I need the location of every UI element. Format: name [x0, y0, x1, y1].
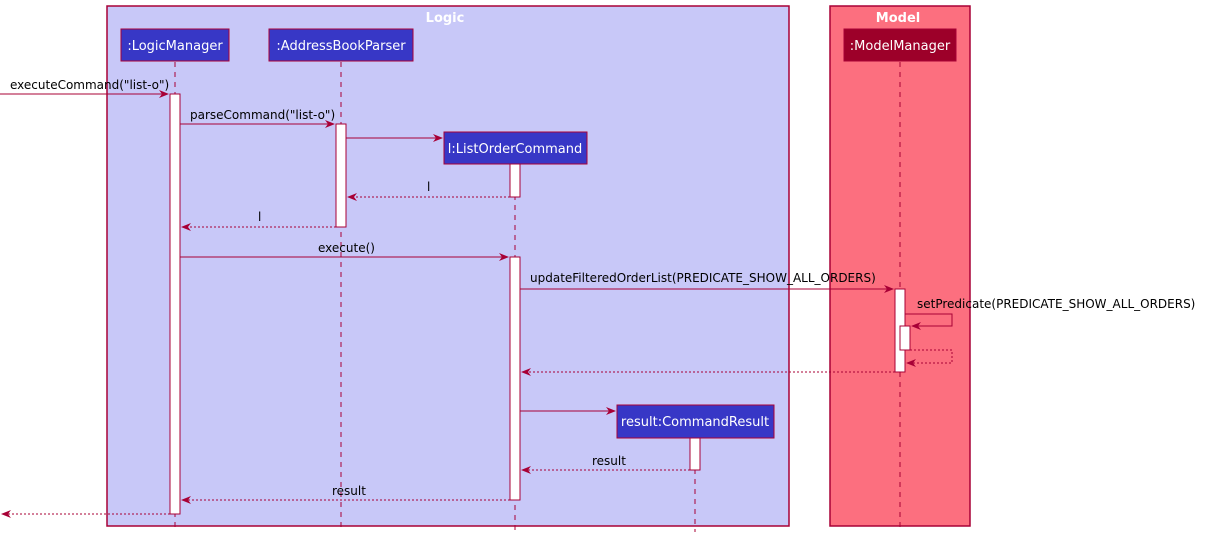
logic-group-title: Logic	[426, 11, 465, 26]
model-manager-nested-activation	[899, 325, 911, 351]
message-execute-command: executeCommand("list-o")	[0, 78, 169, 98]
message-execute: execute()	[180, 241, 509, 261]
list-order-command-activation-constructor	[509, 163, 521, 198]
message-return-l-to-logic-label: l	[258, 210, 261, 224]
message-return-result-to-command-label: result	[592, 454, 626, 468]
message-return-l-to-logic: l	[181, 210, 336, 231]
message-return-l-to-parser-label: l	[427, 180, 430, 194]
message-set-predicate-label: setPredicate(PREDICATE_SHOW_ALL_ORDERS)	[917, 297, 1195, 311]
message-update-filtered-order-list: updateFilteredOrderList(PREDICATE_SHOW_A…	[520, 271, 894, 293]
participant-parser: :AddressBookParser	[268, 28, 414, 62]
message-return-result-to-command: result	[521, 454, 690, 474]
message-return-l-to-parser: l	[347, 180, 510, 201]
participant-list-order-command-label: l:ListOrderCommand	[448, 142, 582, 157]
message-execute-label: execute()	[318, 241, 375, 255]
participant-list-order-command: l:ListOrderCommand	[443, 131, 588, 165]
list-order-command-activation-execute	[509, 256, 521, 501]
message-set-predicate: setPredicate(PREDICATE_SHOW_ALL_ORDERS)	[905, 297, 1195, 330]
message-execute-command-label: executeCommand("list-o")	[10, 78, 169, 92]
message-parse-command-label: parseCommand("list-o")	[190, 108, 335, 122]
participant-command-result: result:CommandResult	[616, 404, 775, 439]
message-return-result-to-logic: result	[181, 484, 510, 504]
logic-manager-activation	[169, 93, 181, 515]
participant-model-manager: :ModelManager	[843, 28, 957, 62]
participant-command-result-label: result:CommandResult	[621, 415, 769, 430]
model-group-title: Model	[876, 11, 920, 26]
participant-logic-manager: :LogicManager	[120, 28, 230, 62]
logic-group-box	[106, 5, 790, 527]
message-return-result-to-logic-label: result	[332, 484, 366, 498]
parser-activation	[335, 123, 347, 228]
message-set-predicate-return	[906, 349, 953, 367]
command-result-activation	[689, 437, 701, 471]
logic-group: Logic	[106, 5, 790, 527]
participant-logic-manager-label: :LogicManager	[127, 39, 223, 54]
participant-parser-label: :AddressBookParser	[276, 39, 406, 54]
message-update-filtered-order-list-label: updateFilteredOrderList(PREDICATE_SHOW_A…	[530, 271, 876, 285]
participant-model-manager-label: :ModelManager	[850, 39, 951, 54]
message-parse-command: parseCommand("list-o")	[180, 108, 335, 128]
